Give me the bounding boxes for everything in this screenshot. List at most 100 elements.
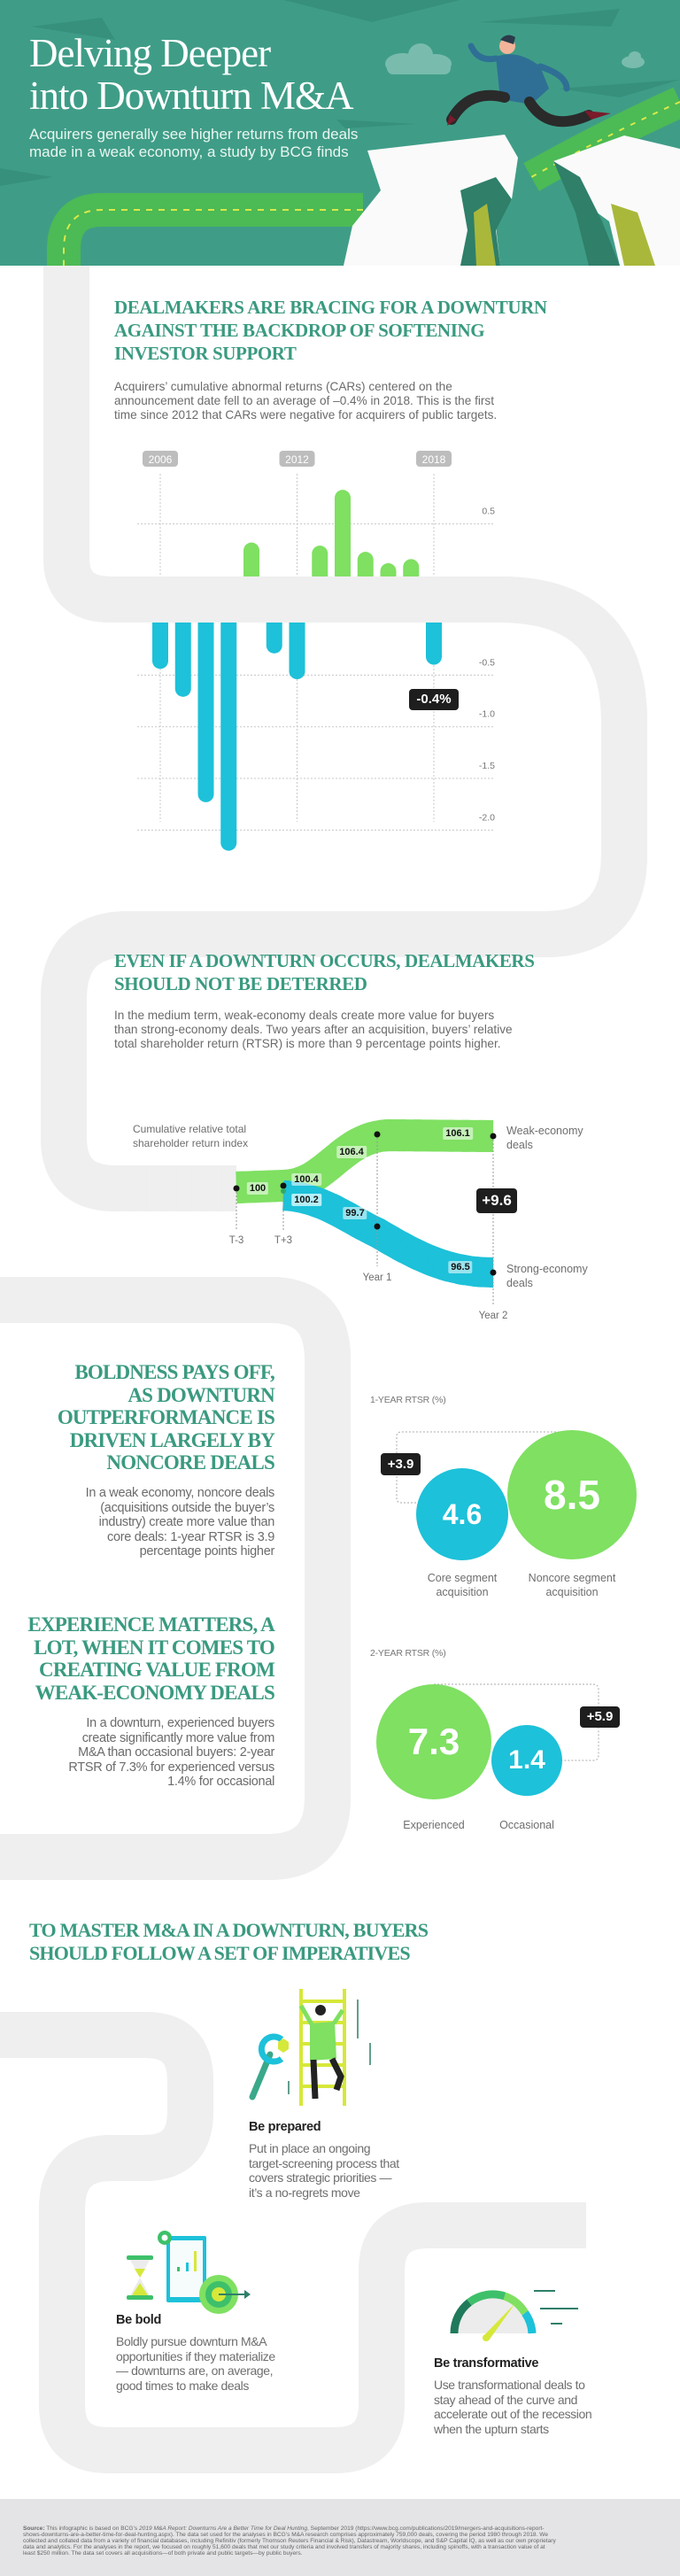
sky-streaks [0,0,680,186]
body-line: target-screening process that [249,2155,399,2170]
source-line: collected and collated data from a varie… [23,2538,556,2544]
body-line: In the medium term, weak-economy deals c… [114,1009,495,1022]
bar-2011 [266,606,282,654]
strong-year2-value: 96.5 [448,1261,473,1273]
bar-2014 [335,490,351,593]
body-line: stay ahead of the curve and [434,2392,577,2407]
imperative-body: Use transformational deals to stay ahead… [434,2378,592,2436]
body-line: Acquirers’ cumulative abnormal returns (… [114,380,452,393]
heading-line: WEAK-ECONOMY DEALS [35,1681,275,1704]
source-text-part: This infographic is based on BCG’s [44,2526,139,2532]
weak-year2-value: 106.1 [443,1127,473,1140]
heading-line: AGAINST THE BACKDROP OF SOFTENING [114,320,485,341]
header-illustration [0,0,680,266]
body-line: covers strategic priorities — [249,2170,392,2185]
wrench-icon [249,2033,289,2100]
main-title: Delving Deeper into Downturn M&A [29,32,353,117]
title-line: Delving Deeper [29,31,271,75]
source-text-part: , September 2019 (https://www.bcg.com/pu… [307,2526,545,2532]
section4-body: In a downturn, experienced buyers create… [68,1716,274,1790]
heading-line: SHOULD FOLLOW A SET OF IMPERATIVES [29,1942,411,1964]
ladder-climber-icon [288,1989,371,2106]
body-line: when the upturn starts [434,2421,549,2436]
heading-line: AS DOWNTURN [128,1383,274,1406]
section4-heading: EXPERIENCE MATTERS, A LOT, WHEN IT COMES… [27,1613,274,1704]
bar-2010 [243,542,259,593]
annotation-badge-2018: -0.4% [409,689,459,710]
body-line: M&A than occasional buyers: 2-year [78,1745,274,1760]
subtitle: Acquirers generally see higher returns f… [29,126,358,161]
index-label: Cumulative relative total shareholder re… [133,1122,248,1150]
subtitle-line: made in a weak economy, a study by BCG f… [29,143,349,160]
heading-line: LOT, WHEN IT COMES TO [34,1636,275,1659]
metric-label-2yr: 2-YEAR RTSR (%) [370,1648,446,1659]
imperative-title: Be transformative [434,2356,539,2371]
heading-line: SHOULD NOT BE DETERRED [114,973,367,994]
imperative-title: Be prepared [249,2120,321,2134]
heading-line: DRIVEN LARGELY BY [69,1428,275,1451]
occasional-label: Occasional [499,1819,554,1831]
body-line: create significantly more value from [81,1730,275,1745]
imperative-body: Put in place an ongoing target-screening… [249,2141,399,2200]
body-line: than strong-economy deals. Two years aft… [114,1023,513,1036]
weak-tplus-value: 100.4 [291,1173,321,1186]
section2-body: In the medium term, weak-economy deals c… [114,1009,513,1051]
subtitle-line: Acquirers generally see higher returns f… [29,126,359,143]
time-label-year1: Year 1 [362,1273,392,1283]
body-line: Put in place an ongoing [249,2141,371,2155]
y-tick-label: -2.0 [479,812,495,823]
weak-year1-value: 106.4 [336,1146,367,1158]
body-line: total shareholder return (RTSR) is more … [114,1037,501,1050]
noncore-label: Noncore segment acquisition [529,1571,616,1599]
section3-heading: BOLDNESS PAYS OFF, AS DOWNTURN OUTPERFOR… [57,1361,275,1474]
bar-2017 [403,559,420,593]
experienced-bubble: 7.3 [376,1684,491,1799]
bar-2015 [357,552,374,593]
body-line: core deals: 1-year RTSR is 3.9 [107,1529,274,1544]
label-line: acquisition [545,1586,599,1598]
heading-line: NONCORE DEALS [106,1451,274,1474]
body-line: industry) create more value than [98,1515,275,1529]
body-line: RTSR of 7.3% for experienced versus [68,1760,274,1775]
heading-line: TO MASTER M&A IN A DOWNTURN, BUYERS [29,1919,429,1941]
body-line: good times to make deals [116,2378,249,2393]
x-tick-label: 2012 [285,453,309,466]
heading-line: DEALMAKERS ARE BRACING FOR A DOWNTURN [114,297,547,318]
bar-2016 [380,562,397,593]
body-line: time since 2012 that CARs were negative … [114,408,498,422]
bar-2013 [312,545,328,593]
bar-2012 [289,606,305,680]
imperative-be-transformative: Be transformative Use transformational d… [434,2356,592,2436]
title-line: into Downturn M&A [29,73,353,118]
core-label: Core segment acquisition [428,1571,498,1599]
label-line: Cumulative relative total [133,1123,247,1135]
imperative-be-prepared: Be prepared Put in place an ongoing targ… [249,2120,399,2200]
section1-heading: DEALMAKERS ARE BRACING FOR A DOWNTURN AG… [114,296,547,365]
bar-2009 [220,606,237,851]
body-line: Boldly pursue downturn M&A [116,2334,267,2348]
section3-body: In a weak economy, noncore deals (acquis… [86,1486,275,1559]
body-line: — downturns are, on average, [116,2363,274,2378]
road-weak-economy [236,1118,493,1187]
source-text: Source: This infographic is based on BCG… [23,2526,556,2557]
body-line: opportunities if they materialize [116,2348,275,2363]
imperative-body: Boldly pursue downturn M&A opportunities… [116,2334,275,2393]
heading-line: EVEN IF A DOWNTURN OCCURS, DEALMAKERS [114,950,535,971]
y-tick-label: -1.0 [479,709,495,720]
x-tick-label: 2006 [149,453,173,466]
section5-heading: TO MASTER M&A IN A DOWNTURN, BUYERS SHOU… [29,1919,429,1965]
occasional-bubble: 1.4 [491,1725,562,1796]
heading-line: OUTPERFORMANCE IS [57,1406,275,1428]
bar-2008 [197,606,214,802]
body-line: In a downturn, experienced buyers [86,1716,274,1730]
y-tick-label: -0.5 [479,657,495,668]
target-hourglass-icon [127,2231,251,2314]
x-tick-label: 2018 [422,453,446,466]
body-line: percentage points higher [139,1544,275,1559]
body-line: announcement date fell to an average of … [114,394,494,407]
y-tick-label: 0.5 [482,507,495,517]
label-line: shareholder return index [133,1137,249,1149]
strong-tplus-value: 100.2 [291,1194,321,1206]
experienced-label: Experienced [403,1819,465,1831]
label-line: deals [506,1277,533,1289]
